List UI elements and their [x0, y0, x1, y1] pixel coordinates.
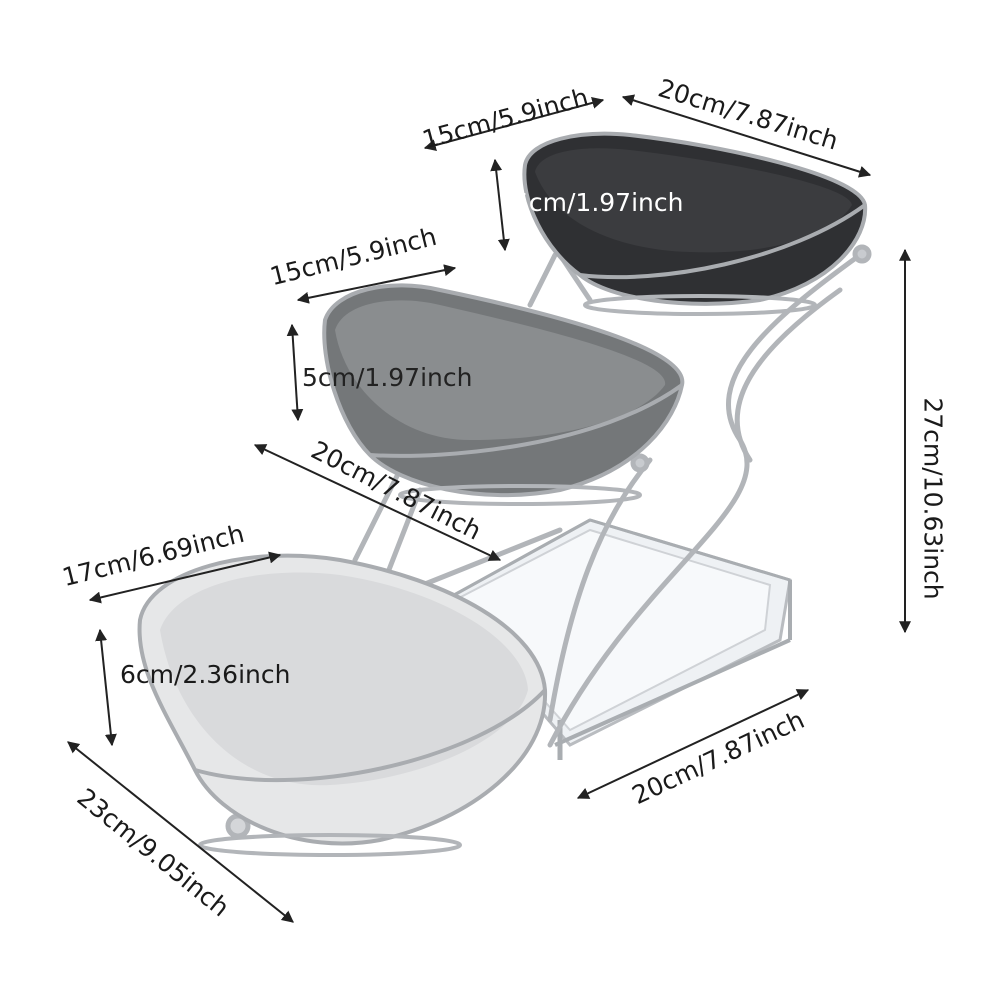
bottom-bowl — [137, 553, 548, 857]
label-total-height: 27cm/10.63inch — [918, 397, 948, 600]
middle-bowl — [322, 283, 685, 506]
dimension-lines — [67, 94, 911, 923]
label-bottom-height: 6cm/2.36inch — [120, 660, 291, 689]
label-middle-height: 5cm/1.97inch — [302, 363, 473, 392]
label-top-height: 5cm/1.97inch — [513, 188, 684, 217]
